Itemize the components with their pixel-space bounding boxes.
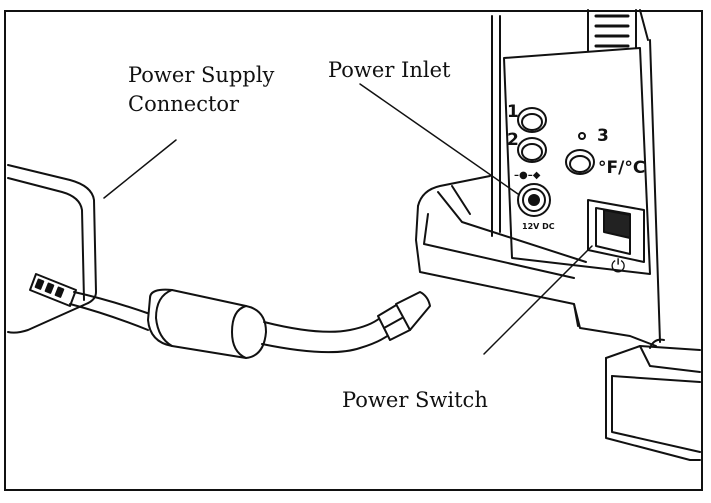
polarity-symbol: –●–◆ — [514, 170, 541, 181]
diagram-frame — [4, 10, 703, 491]
leader-power-switch — [483, 245, 593, 355]
label-power-supply-connector-line1: Power Supply — [128, 63, 275, 87]
power-symbol-icon: ⏻ — [611, 256, 626, 277]
power-cable — [29, 273, 431, 359]
button-3-label: 3 — [597, 126, 609, 146]
inlet-rating-label: 12V DC — [522, 222, 555, 231]
leader-power-supply-connector — [103, 139, 177, 199]
leader-lines — [103, 83, 593, 355]
label-power-supply-connector: Power Supply Connector — [128, 61, 274, 119]
leader-power-inlet — [359, 83, 519, 195]
label-power-switch: Power Switch — [342, 388, 488, 412]
label-power-supply-connector-line2: Connector — [128, 92, 240, 116]
button-1-label: 1 — [507, 102, 519, 122]
appliance-body — [415, 9, 701, 461]
temperature-unit-label: °F/°C — [598, 158, 646, 178]
label-power-inlet: Power Inlet — [328, 58, 451, 82]
button-2-label: 2 — [507, 130, 519, 150]
